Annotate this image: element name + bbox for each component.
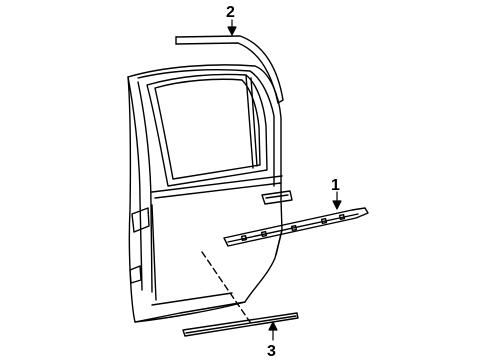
callout-2-arrowhead	[227, 26, 237, 36]
belt-line-upper	[151, 175, 283, 193]
belt-molding-clip	[240, 234, 248, 242]
window-division-bar-inner	[250, 77, 258, 167]
lower-rocker-molding	[182, 312, 299, 337]
hidden-contour-dashed	[201, 251, 251, 323]
belt-molding-clip	[260, 230, 268, 238]
window-division-bar	[245, 74, 254, 169]
b-pillar-outline	[127, 76, 143, 291]
belt-molding-center-line	[227, 213, 359, 243]
door-frame-inner-outline	[137, 68, 275, 187]
belt-molding-clip	[338, 213, 346, 221]
callout-2-number: 2	[226, 4, 235, 21]
callout-leaders	[227, 19, 342, 341]
belt-molding	[223, 207, 369, 247]
upper-frame-molding-outer	[175, 35, 284, 101]
callout-3-number: 3	[267, 343, 276, 360]
door-outer-outline	[127, 64, 283, 323]
upper-frame-molding-end-right	[277, 99, 284, 104]
belt-line	[151, 175, 293, 205]
pillar-details	[129, 207, 150, 284]
lower-rocker-molding-outline	[182, 312, 299, 337]
window-opening	[146, 73, 268, 187]
callout-1-number: 1	[331, 177, 340, 194]
upper-frame-molding	[175, 35, 284, 104]
callout-3-arrowhead	[268, 321, 278, 331]
callout-1-arrowhead	[332, 200, 342, 210]
window-inner-outline	[154, 78, 261, 180]
belt-molding-clip	[320, 217, 328, 225]
door-rocker-step	[151, 292, 233, 306]
door-handle	[261, 190, 293, 205]
pillar-trim-upper	[131, 207, 150, 233]
window-outer-outline	[146, 73, 268, 187]
belt-molding-clip	[290, 224, 298, 232]
lower-rocker-molding-inner-line	[185, 315, 297, 334]
door-shell	[127, 64, 283, 323]
callout-labels: 1 2 3	[226, 4, 340, 360]
door-handle-recess	[265, 194, 289, 199]
door-front-edge	[151, 204, 157, 301]
pillar-trim-lower	[129, 265, 142, 284]
belt-line-lower	[154, 182, 282, 199]
b-pillar-depth-line	[137, 81, 153, 293]
belt-molding-outline	[223, 207, 369, 247]
door-bottom-edge	[134, 301, 246, 323]
upper-frame-molding-inner	[175, 42, 279, 104]
